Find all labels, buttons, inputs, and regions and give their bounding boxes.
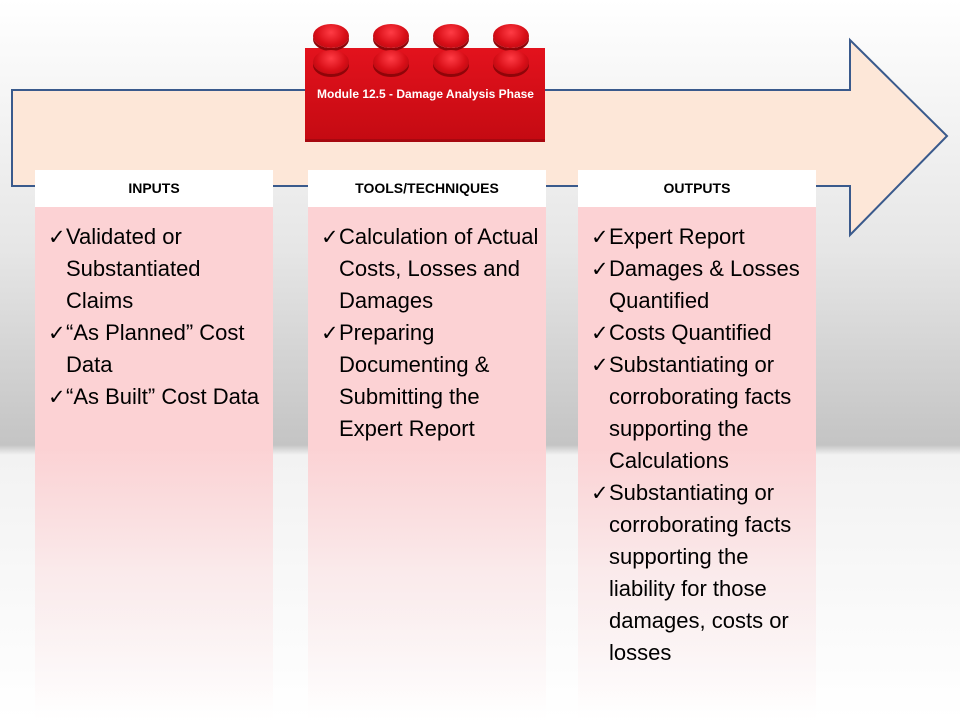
check-icon: ✓ xyxy=(591,225,609,249)
outputs-column: OUTPUTS ✓Expert Report ✓Damages & Losses… xyxy=(578,170,816,720)
list-item-text: Calculation of Actual Costs, Losses and … xyxy=(339,224,539,313)
check-icon: ✓ xyxy=(591,257,609,281)
check-icon: ✓ xyxy=(48,385,66,409)
list-item-text: “As Planned” Cost Data xyxy=(66,320,245,377)
list-item: ✓“As Built” Cost Data xyxy=(48,381,267,413)
brick-stud xyxy=(493,50,529,74)
check-icon: ✓ xyxy=(321,321,339,345)
tools-header: TOOLS/TECHNIQUES xyxy=(355,180,499,196)
module-brick: Module 12.5 - Damage Analysis Phase xyxy=(305,20,545,142)
brick-stud xyxy=(433,24,469,48)
list-item: ✓Substantiating or corroborating facts s… xyxy=(591,349,810,477)
list-item: ✓Costs Quantified xyxy=(591,317,810,349)
tools-list: ✓Calculation of Actual Costs, Losses and… xyxy=(308,221,546,445)
outputs-header: OUTPUTS xyxy=(663,180,731,196)
list-item: ✓Validated or Substantiated Claims xyxy=(48,221,267,317)
check-icon: ✓ xyxy=(48,321,66,345)
list-item-text: Substantiating or corroborating facts su… xyxy=(609,352,792,473)
list-item: ✓Substantiating or corroborating facts s… xyxy=(591,477,810,669)
check-icon: ✓ xyxy=(48,225,66,249)
outputs-list: ✓Expert Report ✓Damages & Losses Quantif… xyxy=(578,221,816,669)
tools-column: TOOLS/TECHNIQUES ✓Calculation of Actual … xyxy=(308,170,546,720)
check-icon: ✓ xyxy=(591,353,609,377)
brick-stud xyxy=(373,24,409,48)
check-icon: ✓ xyxy=(591,481,609,505)
list-item: ✓Expert Report xyxy=(591,221,810,253)
list-item-text: Substantiating or corroborating facts su… xyxy=(609,480,792,665)
list-item-text: Costs Quantified xyxy=(609,320,772,345)
list-item-text: Preparing Documenting & Submitting the E… xyxy=(339,320,490,441)
module-title: Module 12.5 - Damage Analysis Phase xyxy=(317,87,534,101)
check-icon: ✓ xyxy=(591,321,609,345)
inputs-header: INPUTS xyxy=(128,180,180,196)
check-icon: ✓ xyxy=(321,225,339,249)
brick-stud xyxy=(373,50,409,74)
list-item-text: “As Built” Cost Data xyxy=(66,384,260,409)
brick-stud xyxy=(313,24,349,48)
list-item: ✓Damages & Losses Quantified xyxy=(591,253,810,317)
inputs-list: ✓Validated or Substantiated Claims ✓“As … xyxy=(35,221,273,413)
brick-stud xyxy=(493,24,529,48)
inputs-column: INPUTS ✓Validated or Substantiated Claim… xyxy=(35,170,273,720)
brick-stud xyxy=(313,50,349,74)
list-item: ✓“As Planned” Cost Data xyxy=(48,317,267,381)
list-item-text: Validated or Substantiated Claims xyxy=(66,224,201,313)
list-item-text: Expert Report xyxy=(609,224,745,249)
brick-stud xyxy=(433,50,469,74)
list-item: ✓Calculation of Actual Costs, Losses and… xyxy=(321,221,540,317)
list-item: ✓Preparing Documenting & Submitting the … xyxy=(321,317,540,445)
list-item-text: Damages & Losses Quantified xyxy=(609,256,800,313)
